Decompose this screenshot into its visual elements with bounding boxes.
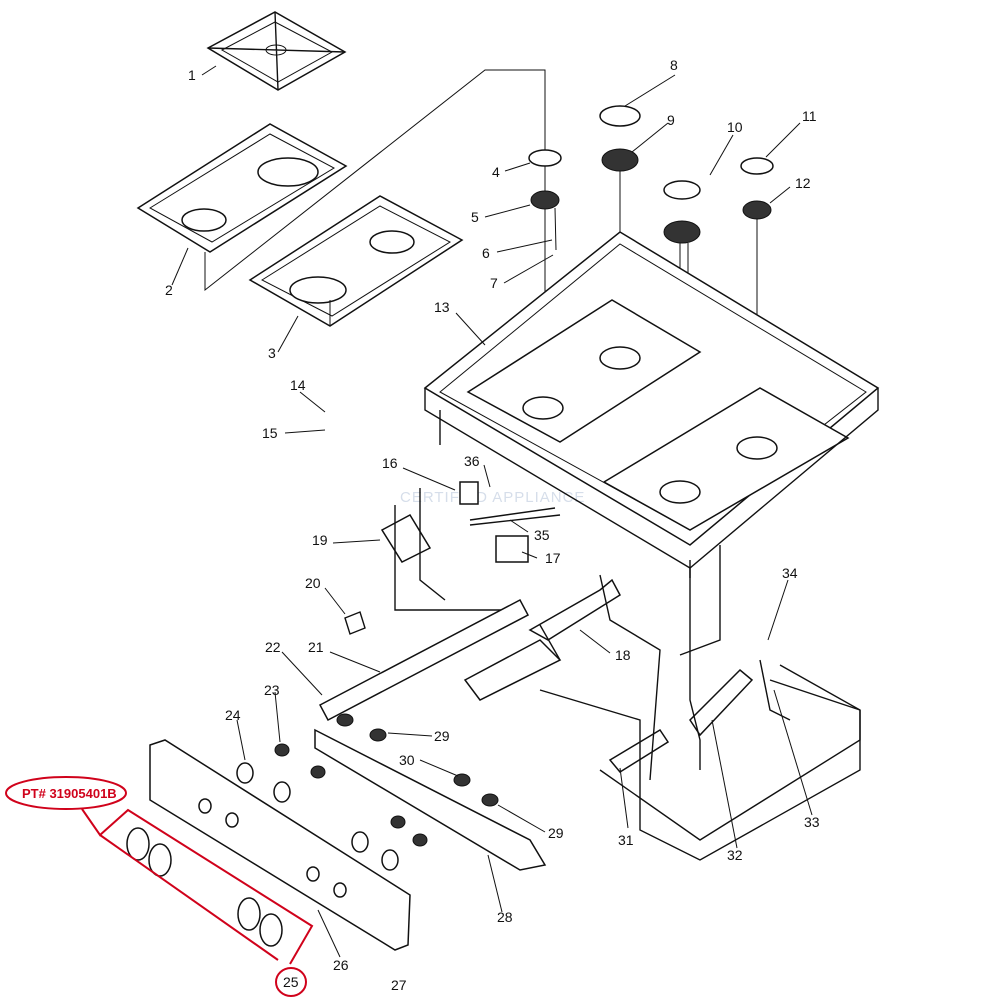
label-27: 27	[391, 977, 407, 993]
part-number-labels: 1 2 3 4 5 6 7 8 9 10 11 12 13 14 15 16 1…	[165, 57, 820, 993]
label-11: 11	[802, 108, 817, 124]
label-36: 36	[464, 453, 480, 469]
label-16: 16	[382, 455, 398, 471]
label-8: 8	[670, 57, 678, 73]
cooktop-main-top	[423, 231, 880, 578]
gas-manifold	[314, 545, 861, 871]
label-15: 15	[262, 425, 278, 441]
control-panel-27	[149, 739, 411, 951]
label-1: 1	[188, 67, 196, 83]
label-10: 10	[727, 119, 743, 135]
label-33: 33	[804, 814, 820, 830]
label-17: 17	[545, 550, 561, 566]
label-34: 34	[782, 565, 798, 581]
grate-part	[206, 11, 347, 91]
label-22: 22	[265, 639, 281, 655]
label-2: 2	[165, 282, 173, 298]
label-12: 12	[795, 175, 811, 191]
ignition-parts	[344, 481, 561, 635]
burner-caps	[528, 105, 774, 244]
burner-pan-left	[136, 123, 348, 253]
valve-set	[274, 713, 499, 847]
label-7: 7	[490, 275, 498, 291]
label-24: 24	[225, 707, 241, 723]
label-32: 32	[727, 847, 743, 863]
lower-body	[539, 689, 861, 861]
label-31: 31	[618, 832, 634, 848]
label-14: 14	[290, 377, 306, 393]
label-19: 19	[312, 532, 328, 548]
label-4: 4	[492, 164, 500, 180]
label-26: 26	[333, 957, 349, 973]
label-28: 28	[497, 909, 513, 925]
label-23: 23	[264, 682, 280, 698]
label-6: 6	[482, 245, 490, 261]
label-9: 9	[667, 112, 675, 128]
part-number-text: PT# 31905401B	[22, 786, 117, 801]
label-29a: 29	[434, 728, 450, 744]
label-3: 3	[268, 345, 276, 361]
part-label-25: 25	[283, 974, 299, 990]
label-21: 21	[308, 639, 324, 655]
label-18: 18	[615, 647, 631, 663]
label-29b: 29	[548, 825, 564, 841]
part-number-callout: PT# 31905401B 25	[5, 776, 314, 997]
burner-pan-right	[248, 195, 464, 327]
control-knobs-25	[126, 827, 283, 947]
label-13: 13	[434, 299, 450, 315]
label-30: 30	[399, 752, 415, 768]
label-20: 20	[305, 575, 321, 591]
label-5: 5	[471, 209, 479, 225]
leader-lines	[171, 65, 813, 958]
label-35: 35	[534, 527, 550, 543]
watermark: CERTIFIED APPLIANCE	[400, 489, 585, 506]
